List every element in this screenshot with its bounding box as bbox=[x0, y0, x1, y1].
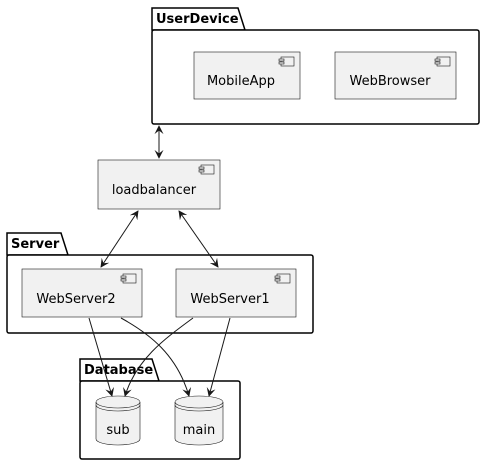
edge-loadbalancer-webserver2 bbox=[100, 210, 139, 268]
component-icon bbox=[120, 273, 137, 284]
database-main[interactable]: main bbox=[174, 395, 224, 446]
component-webserver2[interactable]: WebServer2 bbox=[21, 268, 143, 318]
database-label: sub bbox=[106, 423, 129, 438]
component-webserver1[interactable]: WebServer1 bbox=[175, 268, 297, 318]
edge-webserver2-main bbox=[120, 317, 192, 397]
component-icon bbox=[198, 164, 215, 175]
edge-webserver1-sub bbox=[123, 317, 194, 397]
component-label: loadbalancer bbox=[112, 183, 197, 198]
edge-loadbalancer-webserver1 bbox=[178, 210, 219, 268]
component-label: WebServer2 bbox=[36, 292, 115, 307]
component-loadbalancer[interactable]: loadbalancer bbox=[97, 159, 221, 210]
component-mobileapp[interactable]: MobileApp bbox=[193, 51, 301, 100]
package-title: Database bbox=[84, 363, 153, 378]
component-icon bbox=[274, 273, 291, 284]
package-title: UserDevice bbox=[156, 12, 239, 27]
edge-webserver1-main bbox=[206, 317, 231, 397]
package-title: Server bbox=[11, 237, 60, 252]
component-label: MobileApp bbox=[207, 74, 275, 89]
component-icon bbox=[434, 56, 451, 67]
database-sub[interactable]: sub bbox=[95, 395, 141, 446]
component-webbrowser[interactable]: WebBrowser bbox=[334, 51, 457, 100]
edge-webserver2-sub bbox=[88, 317, 115, 397]
component-label: WebServer1 bbox=[190, 292, 269, 307]
component-label: WebBrowser bbox=[349, 74, 431, 89]
component-icon bbox=[278, 56, 295, 67]
database-label: main bbox=[183, 423, 215, 438]
